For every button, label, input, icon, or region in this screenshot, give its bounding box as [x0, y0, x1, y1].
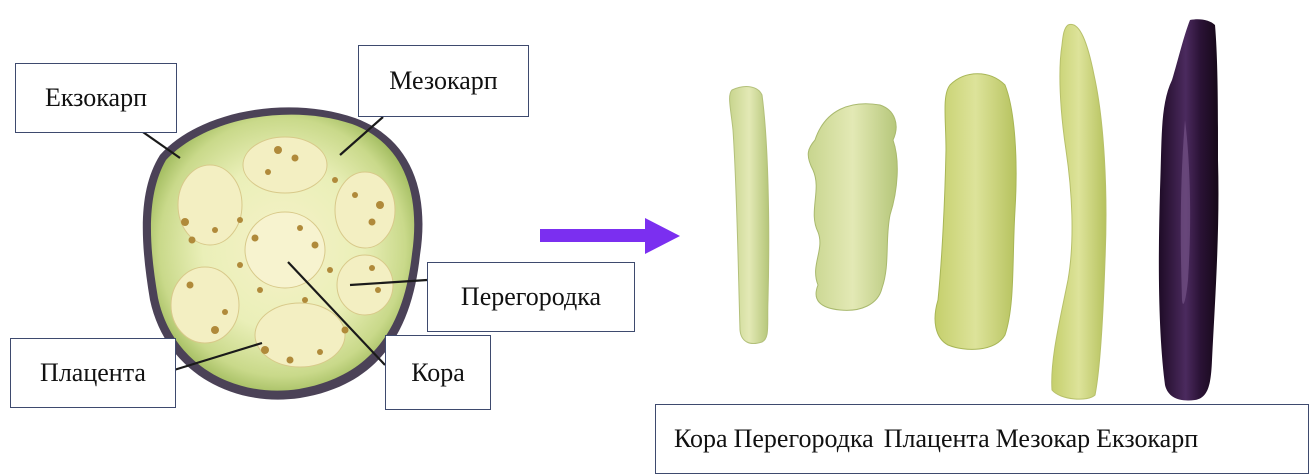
label-core: Кора — [385, 335, 491, 410]
label-exocarp: Екзокарп — [15, 63, 177, 133]
label-placenta: Плацента — [10, 338, 176, 408]
label-septum: Перегородка — [427, 262, 635, 332]
label-mesocarp: Мезокарп — [358, 45, 529, 117]
strip-septum — [808, 104, 897, 311]
strip-core — [730, 87, 769, 344]
caption-item-core: Кора — [674, 424, 728, 454]
eggplant-cross-section — [140, 107, 427, 399]
right-arrow-icon — [540, 218, 680, 254]
caption-item-mesocarp: Мезокар — [996, 424, 1091, 454]
strips-caption: Кора Перегородка Плацента Мезокар Екзока… — [655, 404, 1309, 474]
caption-item-placenta: Плацента — [884, 424, 990, 454]
caption-item-exocarp: Екзокарп — [1096, 424, 1198, 454]
caption-item-septum: Перегородка — [734, 424, 874, 454]
strip-mesocarp — [1052, 24, 1106, 399]
tissue-strips — [730, 19, 1219, 400]
strip-placenta — [935, 74, 1016, 350]
